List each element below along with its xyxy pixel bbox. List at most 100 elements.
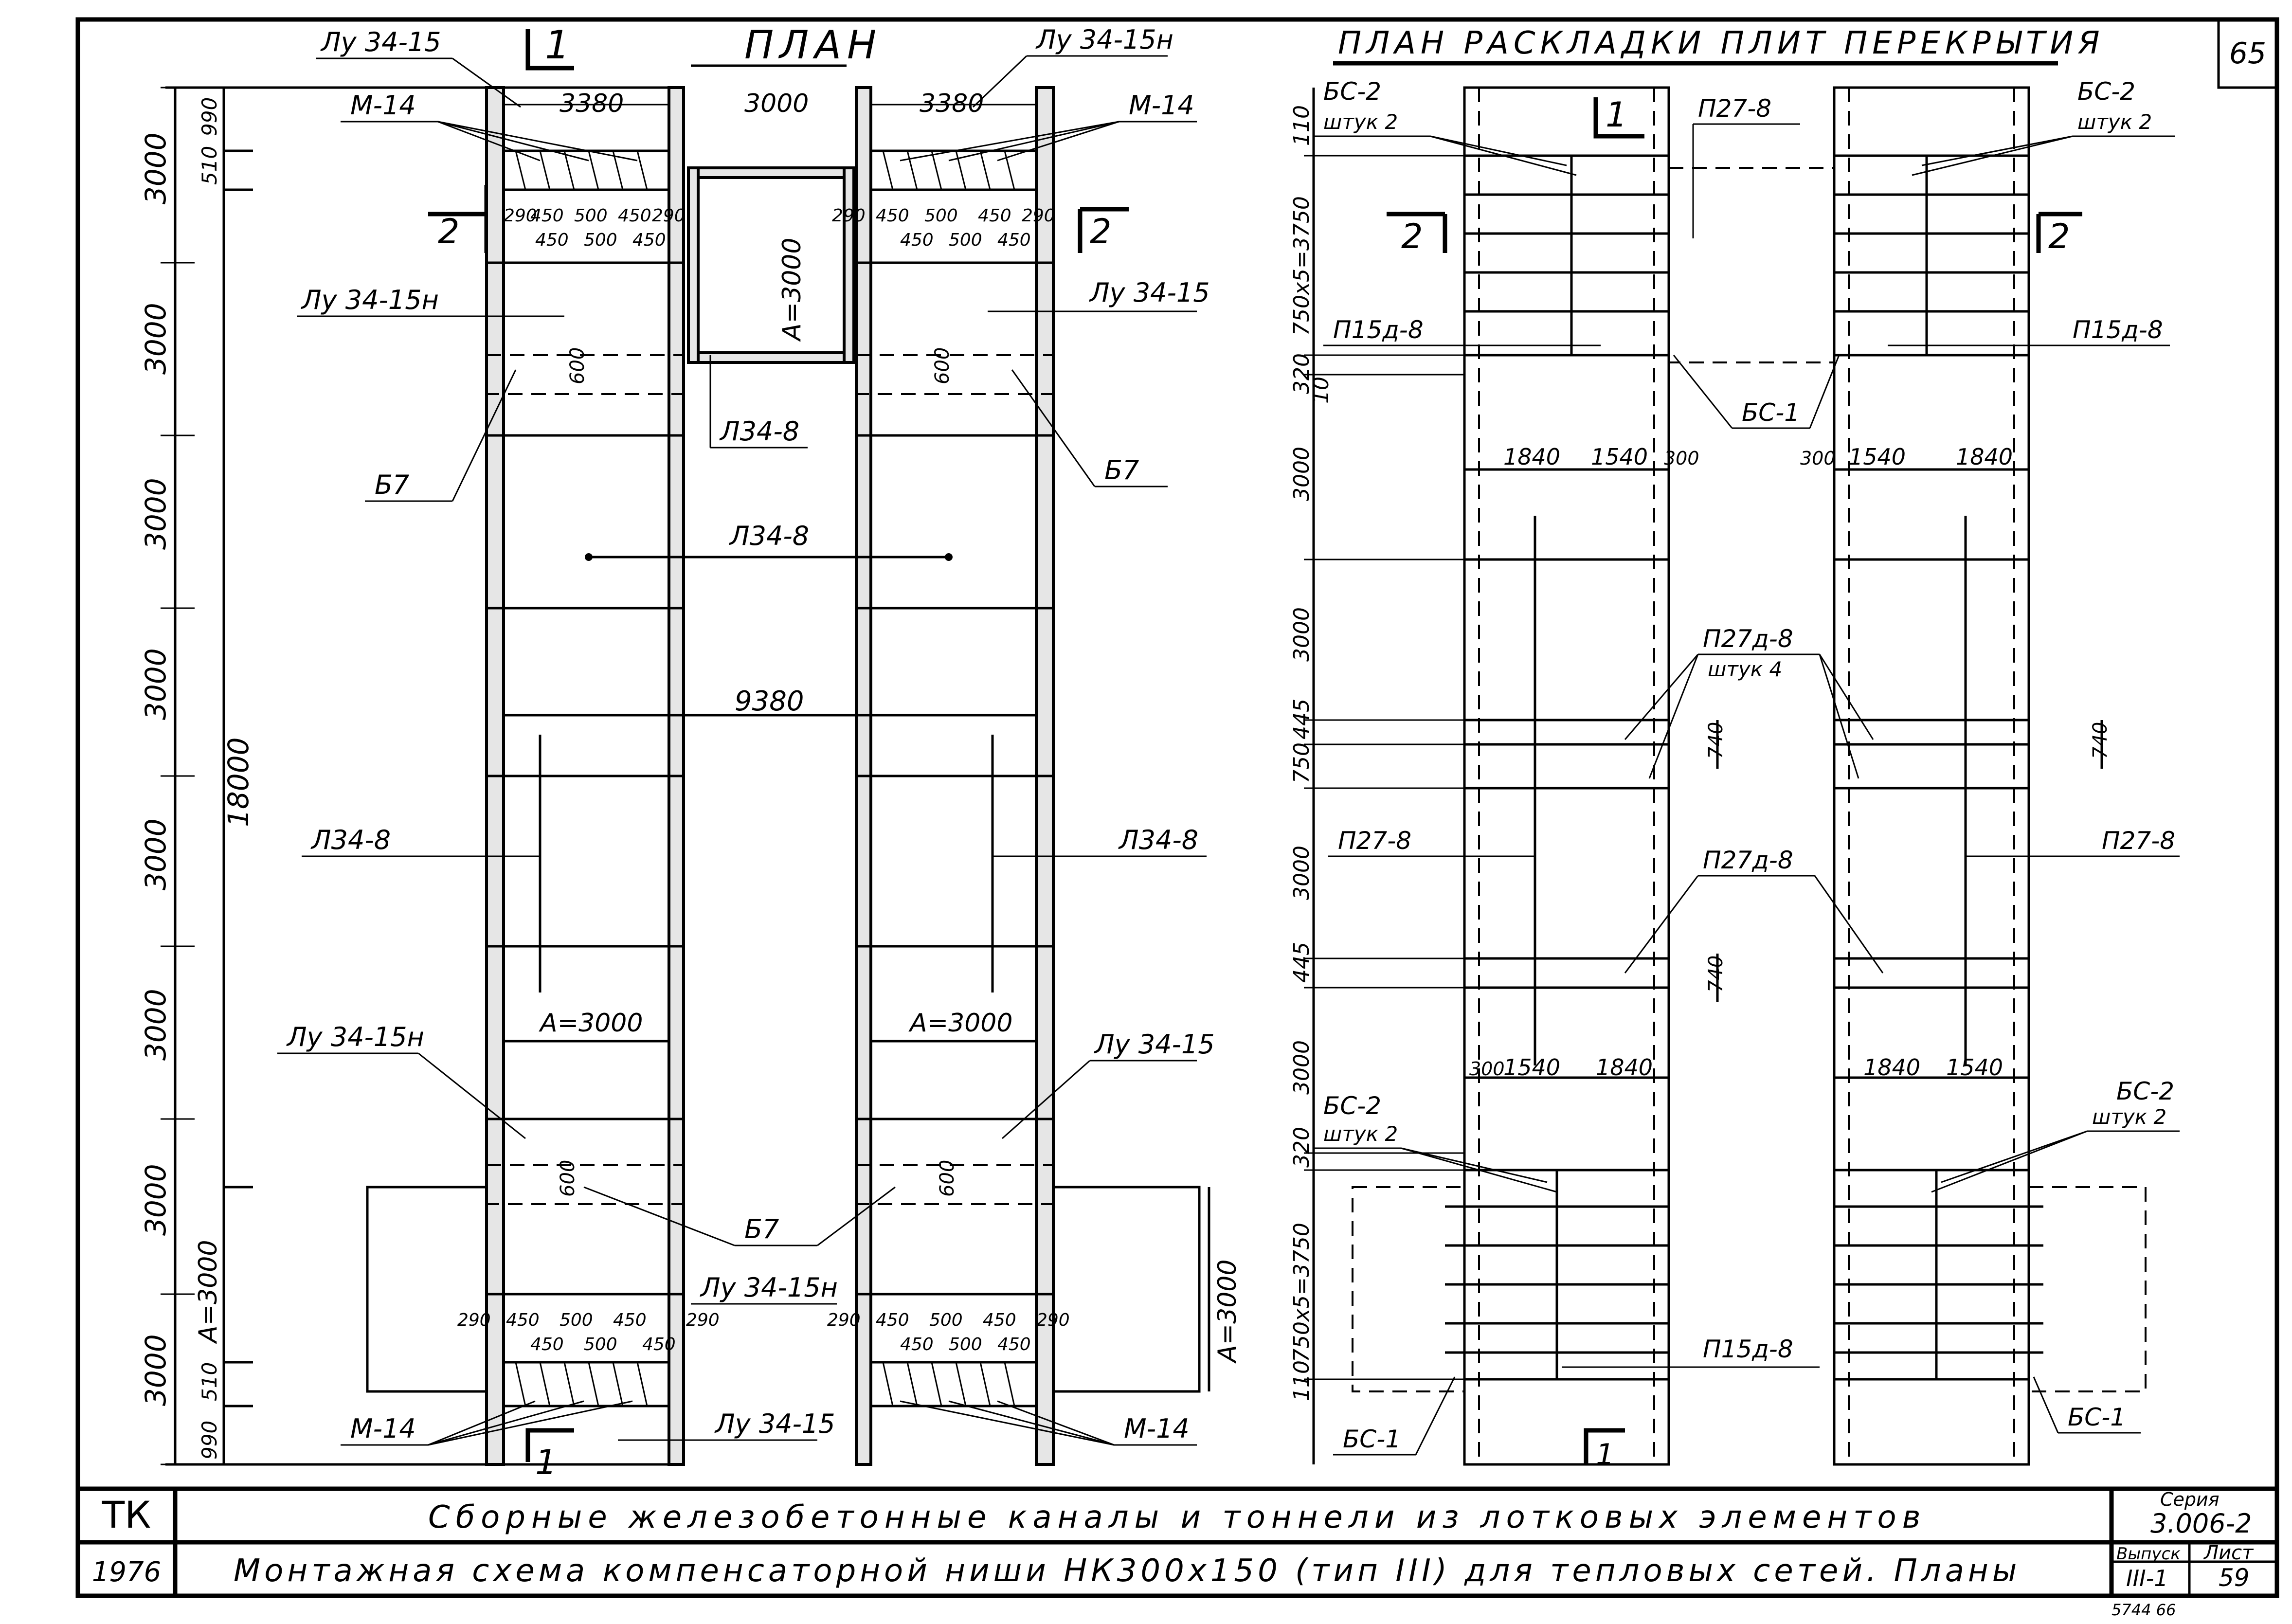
dim-v-6: 3000 [139, 989, 172, 1061]
dim-a-niche-right: A=3000 [1213, 1260, 1242, 1364]
title-block: ТК 1976 Сборные железобетонные каналы и … [78, 1486, 2277, 1619]
w-1840-b: 1840 [1956, 444, 2013, 470]
label-m14-top-left: М-14 [350, 90, 416, 121]
spacing-top-bl-1: 450 [506, 1310, 540, 1330]
spacing-top-r-2: 500 [924, 206, 958, 226]
sheet-frame [75, 17, 2279, 1598]
label-l348-right: Л34-8 [1118, 825, 1198, 855]
spacing-top-r-4: 290 [1022, 206, 1055, 226]
dim-v-7: 3000 [139, 1164, 172, 1236]
label-b7-right: Б7 [1104, 455, 1139, 486]
section-mark-2-right: 2 [1090, 212, 1112, 252]
label-bs2-count-top-left: штук 2 [1323, 110, 1398, 134]
rdim-12: 750x5=3750 [1289, 1223, 1314, 1362]
label-l348-center-top: Л34-8 [719, 416, 799, 447]
spacing-bot-bl-1: 500 [584, 1335, 617, 1354]
label-lu3415-bottom: Лу 34-15 [714, 1408, 835, 1439]
dim-600-d: 600 [936, 1160, 958, 1197]
dim-510-bottom: 510 [198, 1362, 221, 1401]
right-plan-title: ПЛАН РАСКЛАДКИ ПЛИТ ПЕРЕКРЫТИЯ [1338, 25, 2105, 61]
dim-v-4: 3000 [139, 648, 172, 720]
dim-a-middle: A=3000 [777, 238, 807, 342]
label-p15d8-top-right: П15д-8 [2073, 316, 2163, 344]
label-bs2-bottom-right: БС-2 [2116, 1077, 2174, 1105]
dim-v-8: 3000 [139, 1334, 172, 1406]
label-bs1-top: БС-1 [1742, 398, 1800, 427]
section-mark-2-left: 2 [438, 212, 460, 252]
label-p27d8-mid: П27д-8 [1703, 625, 1793, 653]
spacing-bot-bl-0: 450 [530, 1335, 564, 1354]
rdim-13: 110 [1289, 1360, 1314, 1401]
spacing-bot-bl-2: 450 [642, 1335, 676, 1354]
w-1540-b: 1540 [1849, 444, 1906, 470]
d-740-a: 740 [1705, 722, 1727, 759]
label-bs2-count-bottom-left: штук 2 [1323, 1122, 1398, 1146]
label-bs2-bottom-left: БС-2 [1323, 1092, 1381, 1120]
section-mark-1-bottom: 1 [535, 1443, 557, 1482]
spacing-top-r-3: 450 [978, 206, 1011, 226]
dim-a-left: A=3000 [194, 1240, 223, 1344]
label-p278-top: П27-8 [1698, 94, 1771, 123]
spacing-bot-r-2: 450 [997, 230, 1031, 250]
rdim-8: 3000 [1289, 846, 1314, 900]
right-plan: ПЛАН РАСКЛАДКИ ПЛИТ ПЕРЕКРЫТИЯ [1289, 25, 2180, 1472]
label-bs1-bottom-right: БС-1 [2068, 1403, 2126, 1431]
tb-issue-value: III-1 [2126, 1565, 2168, 1591]
tb-line1: Сборные железобетонные каналы и тоннели … [428, 1499, 1926, 1535]
label-bs1-bottom-left: БС-1 [1343, 1425, 1401, 1453]
dim-v-2: 3000 [139, 303, 172, 375]
spacing-bot-l-0: 450 [535, 230, 569, 250]
label-lu3415n-lower-left: Лу 34-15н [286, 1022, 424, 1052]
a-left-inner: A=3000 [539, 1009, 643, 1038]
rdim-1: 750x5=3750 [1289, 196, 1314, 336]
dim-990-top: 990 [198, 97, 221, 136]
label-bs2-count-top-right: штук 2 [2077, 110, 2152, 134]
spacing-top-l-1: 450 [530, 206, 564, 226]
spacing-bot-br-2: 450 [997, 1335, 1031, 1354]
spacing-top-bl-3: 450 [613, 1310, 647, 1330]
spacing-top-bl-2: 500 [559, 1310, 593, 1330]
dim-v-3: 3000 [139, 478, 172, 550]
label-p27d8-count: штук 4 [1708, 657, 1782, 681]
rdim-0: 110 [1289, 105, 1314, 146]
spacing-bot-br-1: 500 [949, 1335, 982, 1354]
label-lu3415-top-left: Лу 34-15 [320, 27, 441, 57]
label-p278-right: П27-8 [2102, 827, 2175, 855]
tb-line2: Монтажная схема компенсаторной ниши НК30… [234, 1553, 2021, 1589]
spacing-top-l-2: 500 [574, 206, 608, 226]
w-1840-a: 1840 [1503, 444, 1560, 470]
dim-v-1: 3000 [139, 132, 172, 204]
spacing-bot-r-1: 500 [949, 230, 982, 250]
tb-sheet-label: Лист [2203, 1542, 2254, 1564]
label-bs2-top-left: БС-2 [1323, 77, 1381, 106]
w-300-a: 300 [1664, 448, 1699, 469]
w-3380-right: 3380 [920, 89, 984, 118]
rdim-2: 320 [1289, 353, 1314, 394]
rdim-7: 750 [1289, 742, 1314, 783]
tb-series-value: 3.006-2 [2150, 1508, 2252, 1539]
tb-issue-label: Выпуск [2116, 1544, 2181, 1564]
rdim-10: 3000 [1289, 1040, 1314, 1095]
tb-sheet-value: 59 [2219, 1564, 2250, 1592]
label-lu3415n-top-right: Лу 34-15н [1035, 24, 1173, 55]
dim-600-c: 600 [557, 1160, 579, 1197]
dim-510-top: 510 [198, 146, 221, 185]
rdim-6: 445 [1289, 699, 1314, 740]
tb-series-label: Серия [2160, 1489, 2220, 1510]
label-l348-left: Л34-8 [310, 825, 391, 855]
label-b7-left: Б7 [375, 469, 409, 500]
w-300-b: 300 [1800, 448, 1836, 469]
label-bs2-top-right: БС-2 [2077, 77, 2135, 106]
dim-total: 18000 [222, 737, 255, 827]
a-right-inner: A=3000 [908, 1009, 1012, 1038]
label-m14-bottom-left: М-14 [350, 1413, 416, 1444]
tb-tk: ТК [102, 1493, 151, 1536]
label-p278-left: П27-8 [1338, 827, 1411, 855]
sheet-number-box [2217, 18, 2278, 89]
label-b7-bottom: Б7 [744, 1214, 779, 1245]
rsection-2-left: 2 [1401, 217, 1423, 256]
spacing-top-l-3: 450 [618, 206, 651, 226]
tb-footnote: 5744 66 [2112, 1601, 2176, 1619]
rdim-5: 3000 [1289, 607, 1314, 662]
